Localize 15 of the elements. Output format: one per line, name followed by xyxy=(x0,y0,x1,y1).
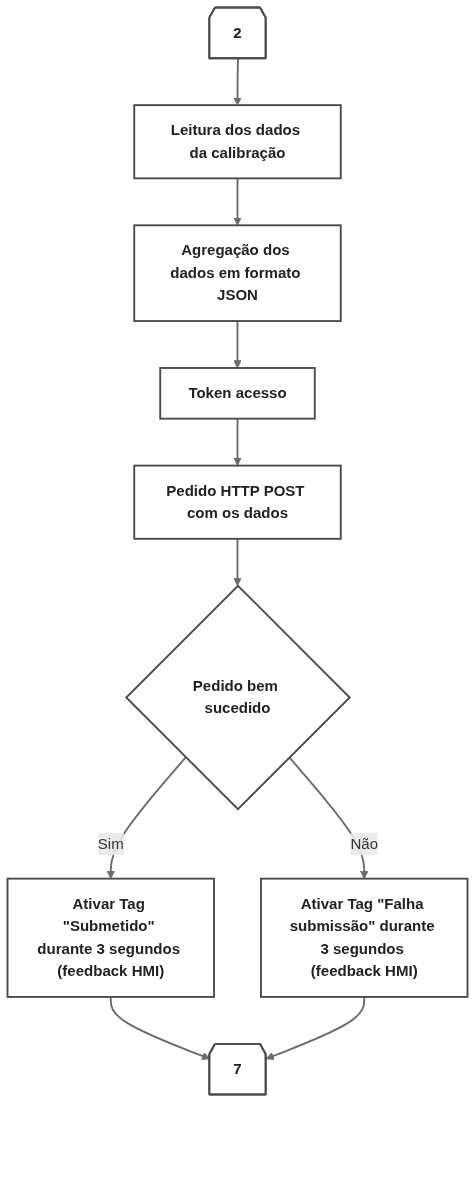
arrow xyxy=(233,177,242,226)
edge-label: Não xyxy=(350,835,379,852)
edge-label: Sim xyxy=(97,835,124,852)
node-box: Agregação dos dados em formato JSON xyxy=(133,224,342,322)
arrow xyxy=(233,537,242,587)
arrow xyxy=(233,417,242,466)
node-box: Pedido HTTP POST com os dados xyxy=(133,464,342,540)
node-box: Ativar Tag "Submetido" durante 3 segundos (feedback HMI) xyxy=(6,877,215,998)
arrow xyxy=(233,57,242,106)
node-diamond: Pedido bem sucedido xyxy=(124,584,351,811)
node-box: Token acesso xyxy=(159,367,316,420)
node-box: Leitura dos dados da calibração xyxy=(133,104,342,180)
arrow xyxy=(265,996,366,1060)
node-box: Ativar Tag "Falha submissão" durante 3 segundos (feedback HMI) xyxy=(260,877,469,998)
arrow xyxy=(233,320,242,369)
